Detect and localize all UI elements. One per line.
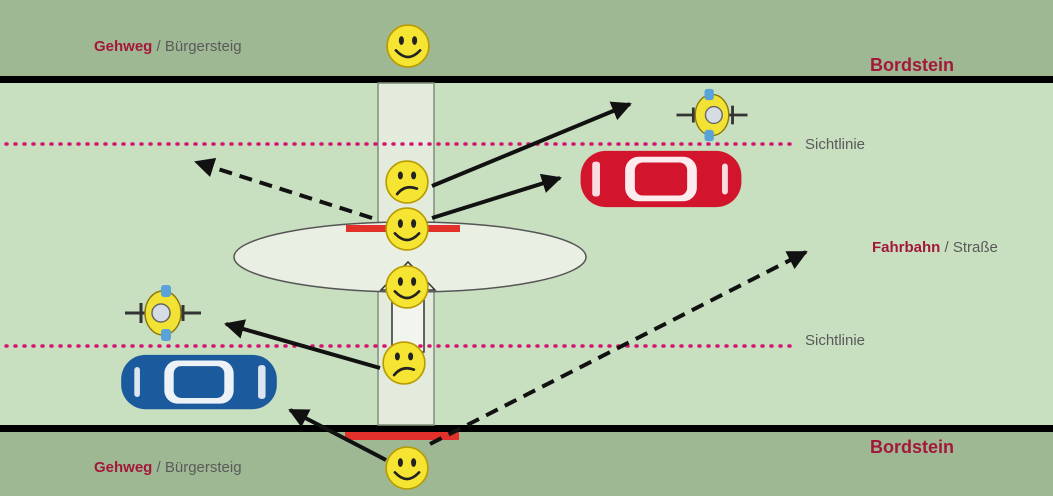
red-car-icon <box>580 150 742 208</box>
curb-label-top: Bordstein <box>870 55 954 75</box>
curb-label-bottom: Bordstein <box>870 437 954 457</box>
sight-arrow-to-bottom-cyclist <box>224 319 381 370</box>
sightline-label-bottom: Sichtlinie <box>805 332 865 349</box>
sidewalk-label-bottom: Gehweg / Bürgersteig <box>94 459 242 476</box>
happy-smiley-icon <box>385 207 429 251</box>
sight-arrow-to-cyclist <box>431 101 632 188</box>
sad-smiley-icon <box>382 341 426 385</box>
sight-arrow-to-blue-car <box>288 408 387 462</box>
stop-mark-island-left <box>346 225 392 232</box>
sightline-label-top: Sichtlinie <box>805 136 865 153</box>
road-label: Fahrbahn / Straße <box>872 239 998 256</box>
sight-arrow-dashed-right <box>429 250 808 446</box>
stop-mark-island-right <box>426 225 460 232</box>
sight-arrow-dashed-left <box>194 157 373 220</box>
sidewalk-bottom <box>0 428 1053 496</box>
sidewalk-top <box>0 0 1053 80</box>
curb-line-bottom <box>0 425 1053 432</box>
stop-mark-curb <box>345 432 459 440</box>
blue-car-icon <box>121 354 277 410</box>
sight-arrow-to-car <box>431 173 562 220</box>
happy-smiley-icon <box>385 446 429 490</box>
happy-smiley-icon <box>386 24 430 68</box>
sidewalk-label-top: Gehweg / Bürgersteig <box>94 38 242 55</box>
sad-smiley-icon <box>385 160 429 204</box>
happy-smiley-icon <box>385 265 429 309</box>
curb-line-top <box>0 76 1053 83</box>
